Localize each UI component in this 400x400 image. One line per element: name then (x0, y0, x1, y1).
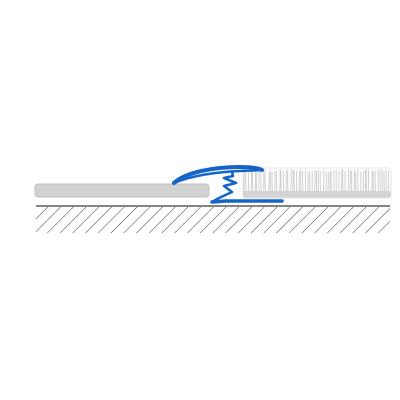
carpet-fiber (302, 170, 304, 197)
carpet-fiber (367, 169, 370, 197)
carpet-fiber (250, 169, 252, 197)
carpet-fiber (374, 170, 377, 197)
carpet-fiber (289, 169, 292, 197)
carpet-fiber (327, 171, 329, 197)
carpet-fiber (322, 169, 325, 197)
carpet-fiber (362, 170, 365, 197)
carpet-fiber (364, 169, 367, 197)
carpet-fiber (258, 170, 260, 197)
carpet-fiber (285, 169, 287, 197)
carpet-outline (242, 167, 392, 199)
carpet-fiber (346, 169, 349, 197)
carpet-fiber (260, 170, 263, 197)
carpet-fiber (291, 169, 294, 197)
carpet-fiber (317, 169, 320, 197)
profile-stem (210, 170, 238, 204)
carpet-fiber (255, 170, 258, 197)
carpet-fiber (372, 171, 375, 197)
carpet-pile (243, 168, 390, 197)
carpet-fiber (365, 169, 368, 197)
carpet-fiber (385, 169, 388, 197)
carpet-fiber (330, 170, 333, 197)
subfloor (36, 205, 390, 233)
carpet-fiber (340, 169, 343, 197)
carpet-fiber (300, 169, 302, 197)
carpet-fiber (254, 169, 257, 197)
carpet-fiber (293, 170, 296, 197)
profile-cap-underside (172, 168, 264, 185)
carpet-fiber (319, 171, 322, 197)
transition-profile (172, 165, 284, 204)
profile-cap (172, 165, 264, 185)
carpet (242, 167, 392, 199)
hard-floor-panel (34, 183, 210, 198)
carpet-fiber (349, 170, 351, 197)
carpet-fiber (357, 169, 359, 197)
carpet-fiber (383, 171, 386, 197)
carpet-fiber (387, 170, 390, 197)
carpet-fiber (313, 170, 316, 197)
subfloor-hatch (36, 207, 390, 233)
carpet-fiber (371, 170, 373, 197)
profile-base (210, 199, 284, 204)
carpet-fiber (267, 171, 270, 197)
carpet-fiber (278, 169, 281, 197)
carpet-fiber (324, 171, 327, 197)
carpet-fiber (271, 171, 274, 197)
carpet-fiber (280, 170, 282, 197)
carpet-fiber (245, 169, 247, 197)
carpet-fiber (353, 169, 356, 197)
carpet-fiber (264, 169, 267, 197)
